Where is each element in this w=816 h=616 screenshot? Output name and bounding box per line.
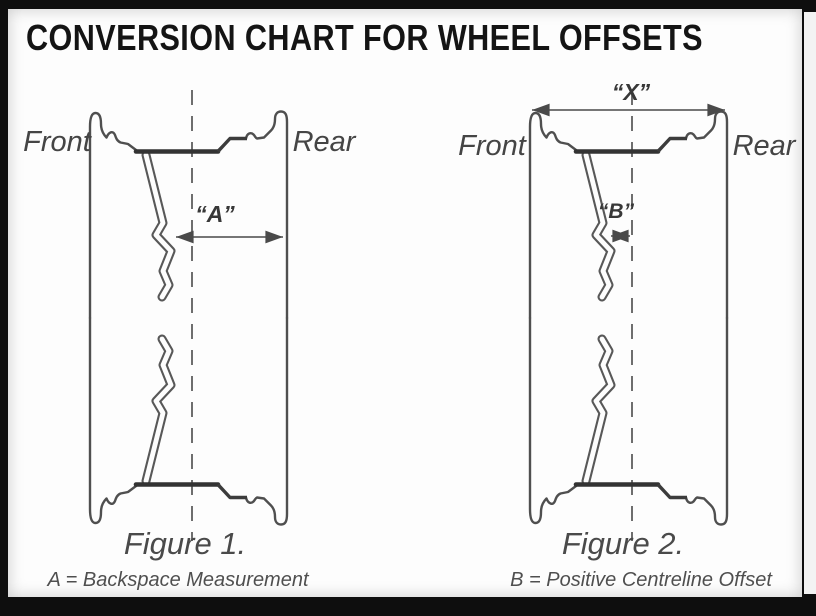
- dimension-x-label: “X”: [612, 79, 651, 105]
- figure-1-front-label: Front: [23, 126, 93, 158]
- wheel-cross-section-2: [530, 90, 727, 541]
- figure-2-caption: Figure 2.: [562, 526, 684, 561]
- figure-1: Front Rear “A” Figure 1. A = Backspace M…: [23, 90, 357, 591]
- figure-1-rear-label: Rear: [293, 126, 357, 158]
- paper-right-margin: [804, 12, 816, 594]
- chart-title: CONVERSION CHART FOR WHEEL OFFSETS: [26, 17, 703, 58]
- figure-2-front-label: Front: [458, 130, 528, 162]
- dimension-b-label: “B”: [598, 200, 635, 223]
- figure-1-caption: Figure 1.: [124, 526, 246, 561]
- wheel-cross-section-1: [90, 90, 287, 541]
- figure-2: Front Rear “X” “B” Figure 2. B = Positiv…: [458, 79, 797, 591]
- figure-2-legend: B = Positive Centreline Offset: [510, 569, 773, 591]
- figure-1-legend: A = Backspace Measurement: [46, 569, 309, 591]
- figure-2-rear-label: Rear: [733, 130, 797, 162]
- dimension-a-label: “A”: [195, 201, 235, 227]
